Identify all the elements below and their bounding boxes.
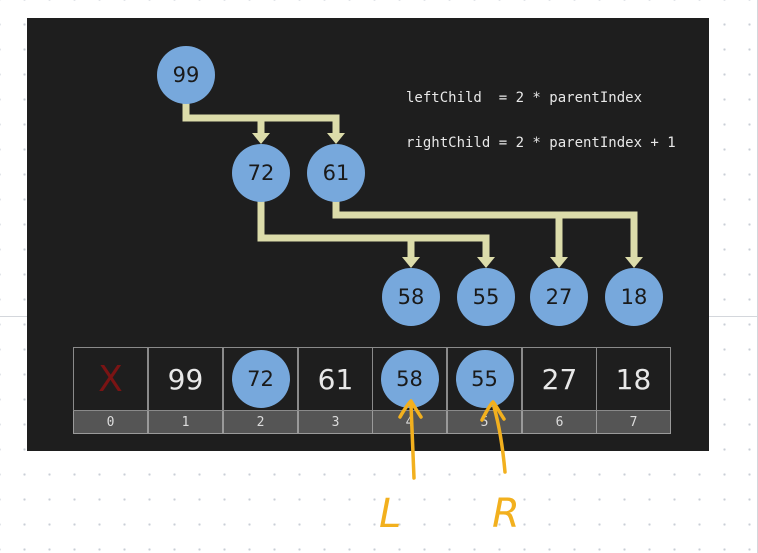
edge-72-to-children	[257, 200, 490, 259]
array-cell-1: 99	[148, 347, 223, 411]
handwritten-left-label: L	[379, 491, 402, 537]
tree-node-level2-c: 27	[530, 268, 588, 326]
highlighted-value: 58	[380, 350, 439, 408]
heap-array: X 99 72 61 58 55 27 18 0 1 2 3 4 5 6 7	[73, 347, 671, 434]
array-cell-2: 72	[223, 347, 298, 411]
left-child-formula: leftChild = 2 * parentIndex	[406, 90, 643, 106]
arrowhead-to-61	[327, 133, 345, 144]
array-index-4: 4	[372, 411, 447, 434]
array-index-0: 0	[73, 411, 148, 434]
array-index-2: 2	[223, 411, 298, 434]
tree-node-level2-d: 18	[605, 268, 663, 326]
arrow-right-child	[480, 400, 507, 474]
edge-61-to-children	[332, 200, 638, 259]
arrowhead-to-27	[550, 257, 568, 268]
tree-node-root: 99	[157, 46, 215, 104]
unused-slot-x: X	[98, 358, 123, 400]
tree-node-level1-left: 72	[232, 144, 290, 202]
array-index-1: 1	[148, 411, 223, 434]
tree-node-level1-right: 61	[307, 144, 365, 202]
tree-node-level2-b: 55	[457, 268, 515, 326]
arrowhead-to-58	[402, 257, 420, 268]
highlighted-value: 55	[455, 350, 514, 408]
array-cell-7: 18	[596, 347, 671, 411]
arrow-left-child	[398, 399, 423, 480]
tree-node-level2-a: 58	[382, 268, 440, 326]
handwritten-right-label: R	[492, 491, 520, 537]
array-cell-5: 55	[447, 347, 522, 411]
arrowhead-to-18	[625, 257, 643, 268]
highlighted-value: 72	[231, 350, 290, 408]
arrowhead-to-72	[252, 133, 270, 144]
right-child-formula: rightChild = 2 * parentIndex + 1	[406, 135, 676, 151]
array-index-7: 7	[596, 411, 671, 434]
arrowhead-to-55	[477, 257, 495, 268]
array-cell-6: 27	[522, 347, 597, 411]
array-cell-0: X	[73, 347, 148, 411]
array-cell-4: 58	[372, 347, 447, 411]
